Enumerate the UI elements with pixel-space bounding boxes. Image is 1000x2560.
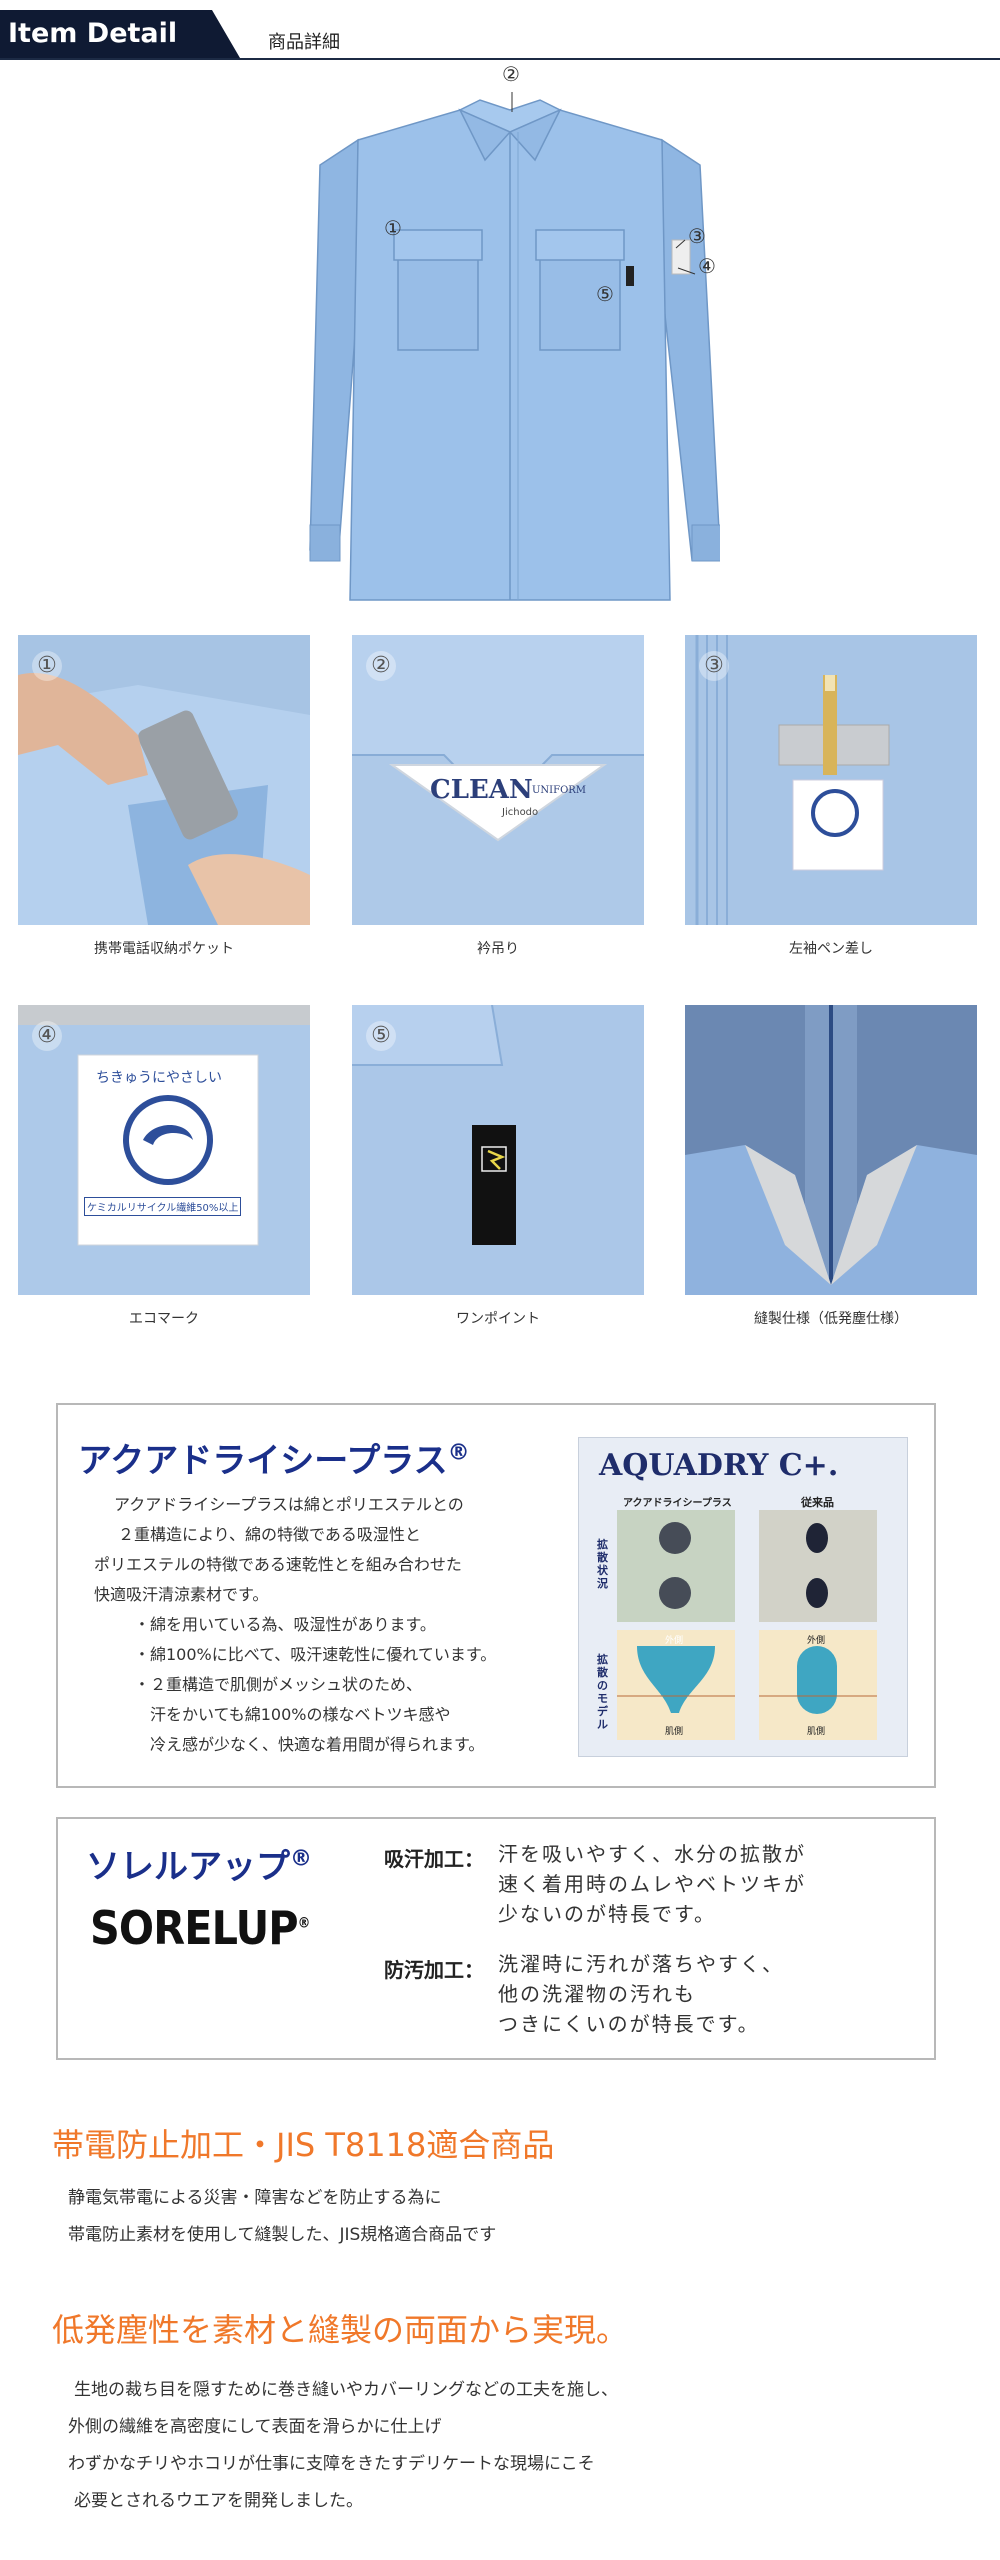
- detail-num-1: ①: [32, 651, 62, 681]
- eco-mark-bottom-text: ケミカルリサイクル繊維50%以上: [84, 1197, 242, 1216]
- aquadry-diffusion-chart: [617, 1510, 877, 1740]
- lowdust-line: 必要とされるウエアを開発しました。: [74, 2491, 363, 2511]
- sorelup-reg-mark: ®: [290, 1846, 312, 1872]
- one-point-photo: [352, 1005, 644, 1295]
- header-subtitle: 商品詳細: [268, 32, 340, 53]
- eco-mark-photo: [18, 1005, 310, 1295]
- sorelup-logo: SORELUP®: [90, 1901, 310, 1955]
- aquadry-line: ・綿を用いている為、吸湿性があります。: [134, 1615, 436, 1634]
- sorelup-box: ソレルアップ® SORELUP® 吸汗加工： 汗を吸いやすく、水分の拡散が 速く…: [56, 1817, 936, 2060]
- sewing-spec-photo: [685, 1005, 977, 1295]
- antistatic-line: 帯電防止素材を使用して縫製した、JIS規格適合商品です: [68, 2225, 497, 2245]
- aquadry-box: アクアドライシープラス® アクアドライシープラスは綿とポリエステルとの ２重構造…: [56, 1403, 936, 1788]
- antistatic-line: 静電気帯電による災害・障害などを防止する為に: [68, 2188, 442, 2208]
- callout-4: ④: [698, 254, 716, 278]
- lowdust-text: 生地の裁ち目を隠すために巻き縫いやカバーリングなどの工夫を施し、 外側の繊維を高…: [68, 2372, 618, 2520]
- clean-label-main: CLEAN: [430, 775, 533, 805]
- section-header: Item Detail 商品詳細: [0, 0, 1000, 60]
- main-shirt-image: ② ① ③ ④ ⑤: [300, 62, 723, 610]
- caption-eco-mark: エコマーク: [129, 1311, 199, 1327]
- sweat-label: 吸汗加工：: [384, 1847, 484, 1871]
- aquadry-outer-2: 外側: [807, 1636, 826, 1646]
- aquadry-reg-mark: ®: [447, 1440, 470, 1466]
- aquadry-row2: 拡散のモデル: [597, 1653, 608, 1731]
- clean-label-brand: Jichodo: [502, 807, 539, 818]
- clean-label-sub: UNIFORM: [532, 785, 587, 796]
- sorelup-title-text: ソレルアップ: [86, 1847, 290, 1887]
- aquadry-line: 汗をかいても綿100%の様なベトツキ感や: [150, 1705, 451, 1724]
- sorelup-title: ソレルアップ®: [86, 1839, 312, 1888]
- aquadry-line: 冷え感が少なく、快適な着用間が得られます。: [150, 1735, 485, 1754]
- aquadry-line: アクアドライシープラスは綿とポリエステルとの: [114, 1495, 464, 1514]
- eco-mark-top-text: ちきゅうにやさしい: [96, 1070, 222, 1086]
- pen-slot-photo: [685, 635, 977, 925]
- caption-one-point: ワンポイント: [456, 1311, 540, 1327]
- aquadry-line: ２重構造により、綿の特徴である吸湿性と: [118, 1525, 421, 1544]
- sweat-line: 速く着用時のムレやベトツキが: [498, 1872, 806, 1896]
- callout-3: ③: [688, 224, 706, 248]
- lowdust-line: 生地の裁ち目を隠すために巻き縫いやカバーリングなどの工夫を施し、: [74, 2380, 618, 2400]
- aquadry-description: アクアドライシープラスは綿とポリエステルとの ２重構造により、綿の特徴である吸湿…: [94, 1490, 614, 1760]
- sweat-description: 汗を吸いやすく、水分の拡散が 速く着用時のムレやベトツキが 少ないのが特長です。: [498, 1839, 806, 1929]
- aquadry-outer-1: 外側: [665, 1636, 684, 1646]
- detail-hanger-loop: CLEAN UNIFORM Jichodo ②: [352, 635, 644, 925]
- aquadry-row1: 拡散状況: [597, 1538, 608, 1590]
- aquadry-line: ・２重構造で肌側がメッシュ状のため、: [134, 1675, 423, 1694]
- lowdust-line: 外側の繊維を高密度にして表面を滑らかに仕上げ: [68, 2417, 442, 2437]
- sorelup-logo-text: SORELUP: [90, 1901, 299, 1955]
- callout-1: ①: [384, 216, 402, 240]
- detail-one-point: ⑤: [352, 1005, 644, 1295]
- item-detail-label: Item Detail: [8, 18, 178, 49]
- aquadry-logo: AQUADRY C+.: [599, 1448, 839, 1483]
- lowdust-line: わずかなチリやホコリが仕事に支障をきたすデリケートな現場にこそ: [68, 2454, 595, 2474]
- aquadry-title: アクアドライシープラス®: [78, 1433, 470, 1482]
- lowdust-title: 低発塵性を素材と縫製の両面から実現。: [52, 2311, 629, 2349]
- callout-5: ⑤: [596, 282, 614, 306]
- aquadry-skin-1: 肌側: [665, 1727, 684, 1737]
- stain-line: つきにくいのが特長です。: [498, 2012, 760, 2036]
- detail-phone-pocket: ①: [18, 635, 310, 925]
- sweat-line: 汗を吸いやすく、水分の拡散が: [498, 1842, 806, 1866]
- aquadry-line: 快適吸汗清涼素材です。: [94, 1585, 269, 1604]
- detail-num-3: ③: [699, 651, 729, 681]
- aquadry-title-text: アクアドライシープラス: [78, 1441, 448, 1481]
- detail-pen-slot: ③: [685, 635, 977, 925]
- stain-line: 洗濯時に汚れが落ちやすく、: [498, 1952, 784, 1976]
- sweat-line: 少ないのが特長です。: [498, 1902, 716, 1926]
- collar-label-photo: [352, 635, 644, 925]
- aquadry-figure: AQUADRY C+. アクアドライシープラス 従来品 拡散状況 拡散のモデル …: [578, 1437, 908, 1757]
- item-detail-badge: Item Detail: [0, 10, 240, 58]
- stain-description: 洗濯時に汚れが落ちやすく、 他の洗濯物の汚れも つきにくいのが特長です。: [498, 1949, 784, 2039]
- aquadry-line: ・綿100%に比べて、吸汗速乾性に優れています。: [134, 1645, 497, 1664]
- detail-num-4: ④: [32, 1021, 62, 1051]
- aquadry-line: ポリエステルの特徴である速乾性とを組み合わせた: [94, 1555, 462, 1574]
- aquadry-skin-2: 肌側: [807, 1727, 826, 1737]
- stain-label: 防汚加工：: [384, 1958, 484, 1982]
- caption-phone-pocket: 携帯電話収納ポケット: [94, 941, 234, 957]
- detail-num-2: ②: [366, 651, 396, 681]
- caption-pen-slot: 左袖ペン差し: [789, 941, 873, 957]
- stain-line: 他の洗濯物の汚れも: [498, 1982, 696, 2006]
- aquadry-col2: 従来品: [801, 1496, 834, 1509]
- aquadry-col1: アクアドライシープラス: [623, 1498, 732, 1509]
- detail-eco-mark: ちきゅうにやさしい ケミカルリサイクル繊維50%以上 ④: [18, 1005, 310, 1295]
- caption-sewing-spec: 縫製仕様（低発塵仕様）: [754, 1311, 908, 1327]
- antistatic-title: 帯電防止加工・JIS T8118適合商品: [52, 2126, 555, 2164]
- caption-hanger-loop: 衿吊り: [477, 941, 519, 957]
- detail-sewing-spec: [685, 1005, 977, 1295]
- shirt-illustration: [309, 92, 723, 601]
- phone-pocket-photo: [18, 635, 310, 925]
- detail-num-5: ⑤: [366, 1021, 396, 1051]
- antistatic-text: 静電気帯電による災害・障害などを防止する為に 帯電防止素材を使用して縫製した、J…: [68, 2180, 496, 2254]
- callout-2: ②: [502, 62, 520, 86]
